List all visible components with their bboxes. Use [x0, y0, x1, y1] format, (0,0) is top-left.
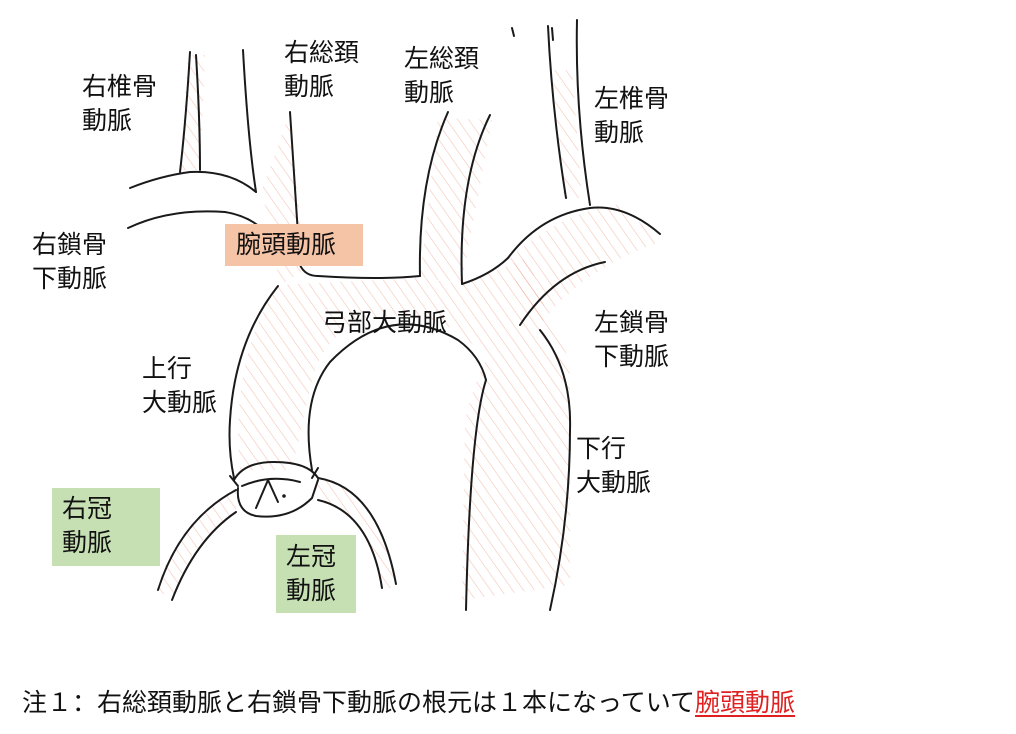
label-left-subclavian: 左鎖骨下動脈	[594, 308, 670, 371]
footnote: 注１：右総頚動脈と右鎖骨下動脈の根元は１本になっていて腕頭動脈	[22, 686, 795, 720]
footnote-text: 注１：右総頚動脈と右鎖骨下動脈の根元は１本になっていて	[22, 688, 696, 717]
left-coronary-highlight	[276, 535, 356, 613]
label-right-subclavian: 右鎖骨下動脈	[32, 230, 108, 293]
label-brachiocephalic: 腕頭動脈	[236, 230, 337, 259]
label-right-common-carotid: 右総頚動脈	[284, 38, 360, 101]
valve-dot	[282, 494, 286, 498]
label-aortic-arch: 弓部大動脈	[322, 308, 448, 337]
brachiocephalic-highlight	[225, 224, 363, 266]
label-left-common-carotid: 左総頚動脈	[404, 44, 480, 107]
right-coronary-highlight	[52, 488, 160, 566]
label-descending-aorta: 下行大動脈	[576, 434, 652, 497]
footnote-highlight: 腕頭動脈	[695, 688, 796, 717]
vessel-outlines	[127, 19, 661, 611]
label-right-coronary: 右冠動脈	[62, 494, 113, 557]
label-left-vertebral: 左椎骨動脈	[594, 84, 670, 147]
label-left-coronary: 左冠動脈	[286, 542, 337, 605]
vessel-shading	[158, 55, 660, 600]
label-right-vertebral: 右椎骨動脈	[82, 72, 158, 135]
label-ascending-aorta: 上行大動脈	[142, 354, 218, 417]
aorta-diagram	[127, 19, 661, 611]
